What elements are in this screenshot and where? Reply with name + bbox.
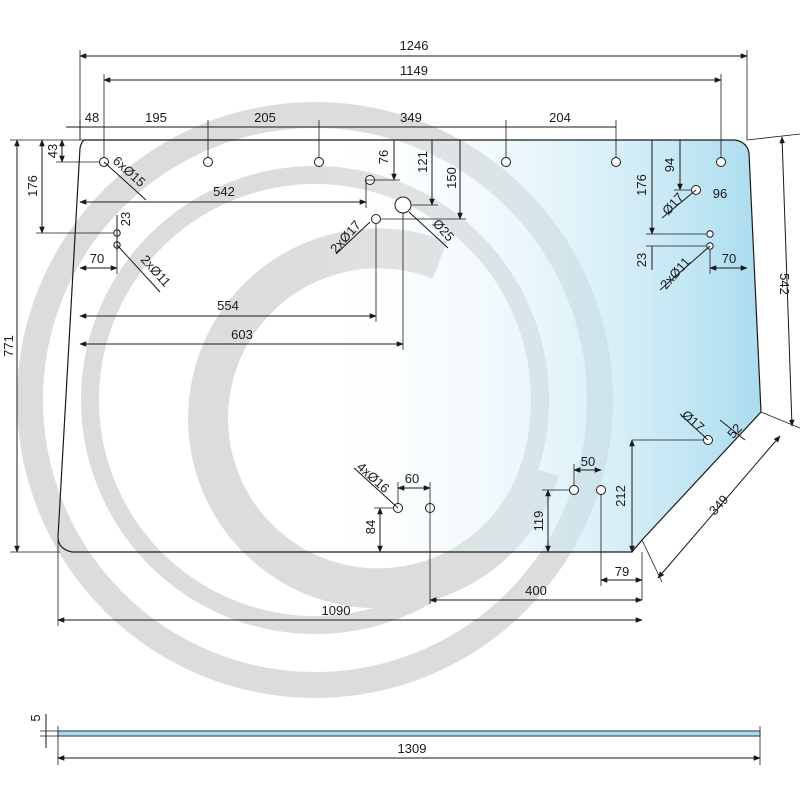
dim-349: 349 (706, 492, 732, 518)
top-hole-6 (716, 157, 726, 167)
dim-right-23: 23 (634, 253, 649, 267)
center-hole-25 (394, 196, 412, 214)
dim-96: 96 (713, 186, 727, 201)
top-hole-4 (501, 157, 511, 167)
dim-right-176: 176 (634, 174, 649, 196)
dim-left-70: 70 (90, 251, 104, 266)
dim-94: 94 (662, 158, 677, 172)
dim-overall-width: 1246 (400, 38, 429, 53)
dim-554: 554 (217, 298, 239, 313)
dim-left-176: 176 (25, 175, 40, 197)
dim-212: 212 (613, 485, 628, 507)
dim-84: 84 (363, 520, 378, 534)
right-small-hole-1 (706, 230, 714, 238)
dim-76: 76 (376, 150, 391, 164)
dim-right-70: 70 (722, 251, 736, 266)
dim-150: 150 (444, 167, 459, 189)
bottom-hole-16-4 (596, 485, 606, 495)
center-hole-17-b (371, 214, 381, 224)
dim-right-542: 542 (777, 273, 792, 295)
top-hole-5 (611, 157, 621, 167)
top-hole-3 (314, 157, 324, 167)
dim-603: 603 (231, 327, 253, 342)
dim-1090: 1090 (322, 603, 351, 618)
dim-400: 400 (525, 583, 547, 598)
dim-left-542: 542 (213, 184, 235, 199)
dim-length-1309: 1309 (398, 741, 427, 756)
dim-thickness-5: 5 (28, 714, 43, 721)
dim-hole-spacing-48: 48 (85, 110, 99, 125)
side-view-glass (57, 730, 761, 737)
dim-hole-spacing-349: 349 (400, 110, 422, 125)
dim-left-23: 23 (118, 212, 133, 226)
dim-left-43: 43 (45, 144, 60, 158)
dim-79: 79 (615, 564, 629, 579)
top-hole-2 (203, 157, 213, 167)
dim-left-771: 771 (1, 335, 16, 357)
dim-hole-spacing-205: 205 (254, 110, 276, 125)
dim-121: 121 (415, 151, 430, 173)
dim-top-hole-span: 1149 (400, 63, 428, 78)
dim-hole-spacing-195: 195 (145, 110, 167, 125)
bottom-hole-16-3 (569, 485, 579, 495)
dim-hole-spacing-204: 204 (549, 110, 571, 125)
dim-50: 50 (581, 454, 595, 469)
dim-60: 60 (405, 471, 419, 486)
dim-119: 119 (531, 511, 546, 532)
glass-outline (57, 139, 762, 553)
